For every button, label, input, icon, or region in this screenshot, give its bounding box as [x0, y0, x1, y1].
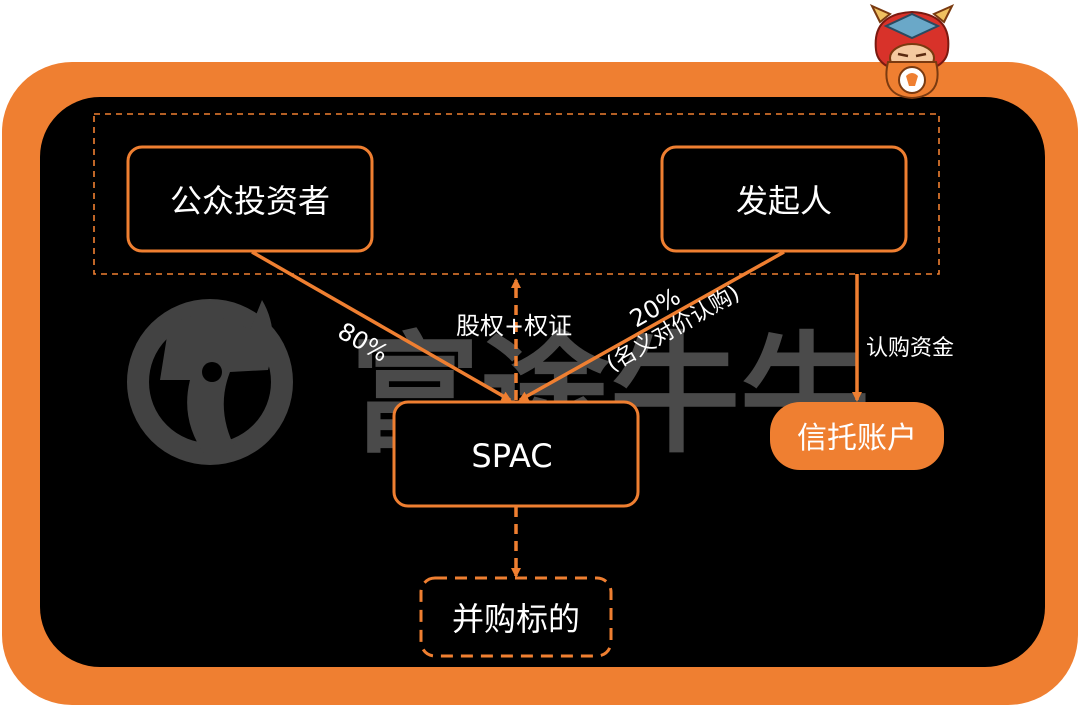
- sponsor-label: 发起人: [736, 182, 832, 220]
- merger-target-box: [419, 576, 613, 658]
- trust-account-box: [770, 402, 944, 470]
- equity-warrant-label: 股权+权证: [456, 312, 572, 340]
- spac-box: [392, 400, 640, 508]
- merger-target-label: 并购标的: [452, 600, 580, 638]
- sponsor-box: [660, 145, 908, 253]
- futu-bull-logo-icon: [127, 299, 293, 465]
- bull-mascot-icon: [869, 3, 955, 100]
- spac-label: SPAC: [471, 437, 552, 475]
- edge-sponsor-to-spac: [518, 250, 785, 402]
- subscription-funds-label: 认购资金: [866, 336, 954, 361]
- edge-investors-to-spac: [251, 250, 512, 402]
- trust-account-label: 信托账户: [797, 421, 917, 456]
- public-investors-box: [126, 145, 374, 253]
- public-investors-label: 公众投资者: [170, 182, 330, 220]
- top-group-dashed: [93, 113, 940, 275]
